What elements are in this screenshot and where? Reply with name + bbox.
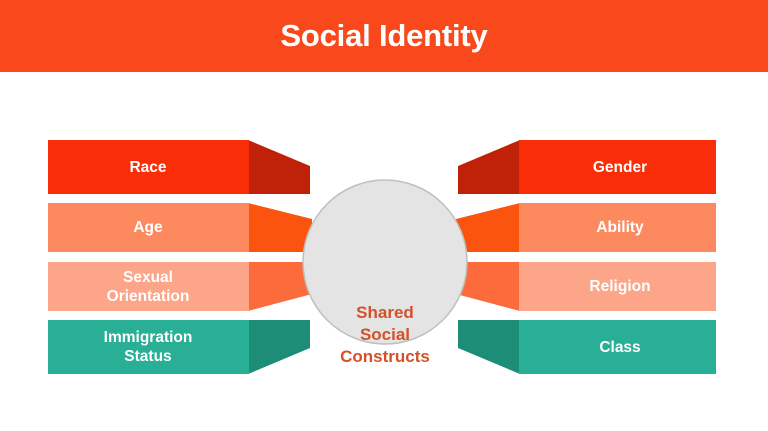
- left-bar-immigration-status[interactable]: [48, 320, 249, 374]
- header-band: [0, 0, 768, 72]
- right-arm-4: [458, 320, 520, 374]
- right-bar-class[interactable]: [519, 320, 716, 374]
- left-bar-age[interactable]: [48, 203, 249, 252]
- right-bar-ability[interactable]: [519, 203, 716, 252]
- left-bar-sexual-orientation[interactable]: [48, 262, 249, 311]
- page-title: Social Identity: [280, 18, 488, 53]
- funnel-shapes: [48, 140, 716, 374]
- left-arm-1: [248, 140, 310, 194]
- right-arm-3: [456, 262, 520, 311]
- center-circle[interactable]: [302, 179, 468, 345]
- right-bar-gender[interactable]: [519, 140, 716, 194]
- left-bar-race[interactable]: [48, 140, 249, 194]
- right-arm-1: [458, 140, 520, 194]
- right-arm-2: [456, 203, 520, 252]
- left-arm-3: [248, 262, 312, 311]
- left-arm-2: [248, 203, 312, 252]
- right-bar-religion[interactable]: [519, 262, 716, 311]
- social-identity-funnel-diagram: Race Age Sexual Orientation Immigration …: [0, 72, 768, 431]
- left-arm-4: [248, 320, 310, 374]
